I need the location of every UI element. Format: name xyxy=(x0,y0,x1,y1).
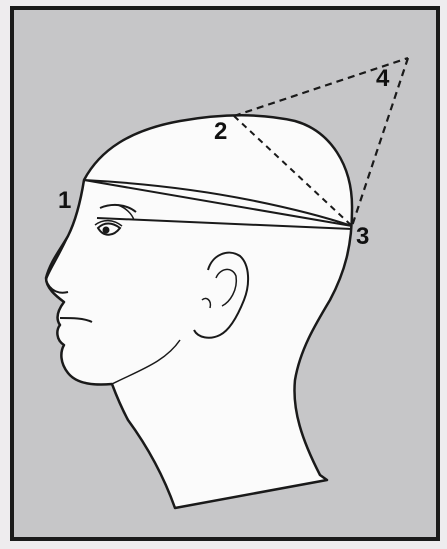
point-label-4: 4 xyxy=(376,65,390,92)
eye-pupil xyxy=(103,227,110,234)
point-label-2: 2 xyxy=(214,118,227,145)
point-label-1: 1 xyxy=(58,187,71,214)
point-label-3: 3 xyxy=(356,223,369,250)
